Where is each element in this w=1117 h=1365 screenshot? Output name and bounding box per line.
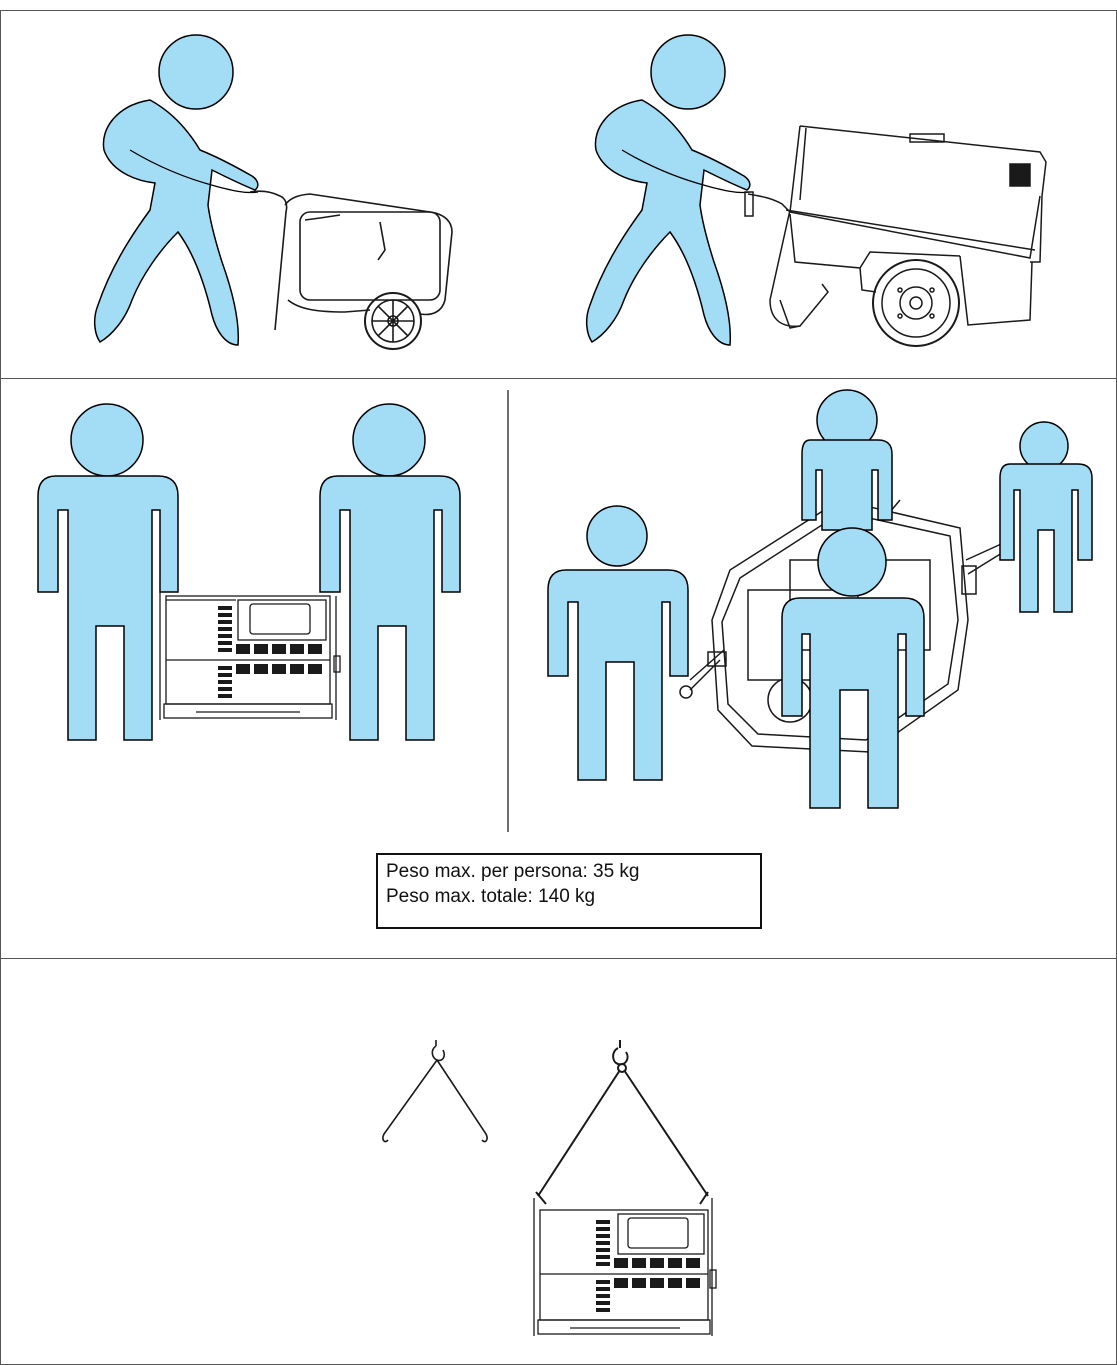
max-weight-per-person: Peso max. per persona: 35 kg	[386, 859, 760, 884]
lifting-person-back-right-figure	[1000, 422, 1092, 612]
max-weight-total: Peso max. totale: 140 kg	[386, 884, 760, 909]
lifting-sling-empty	[383, 1040, 487, 1142]
lifting-person-right-figure	[320, 404, 460, 740]
canopy-generator-wheeled	[745, 126, 1046, 346]
generator-front-vents	[218, 606, 322, 698]
lifting-person-back-left-figure	[802, 390, 892, 530]
lifting-person-left-figure	[38, 404, 178, 740]
lifting-person-front-left-figure	[548, 506, 688, 780]
pushing-person-left-figure	[95, 35, 258, 345]
portable-generator-wheeled	[250, 191, 452, 349]
weight-limit-note: Peso max. per persona: 35 kg Peso max. t…	[376, 853, 762, 929]
lifting-sling-loaded	[536, 1040, 708, 1204]
lifting-person-front-right-figure	[782, 528, 924, 808]
pushing-person-right-figure	[587, 35, 750, 345]
generator-hoisted-vents	[596, 1220, 700, 1312]
